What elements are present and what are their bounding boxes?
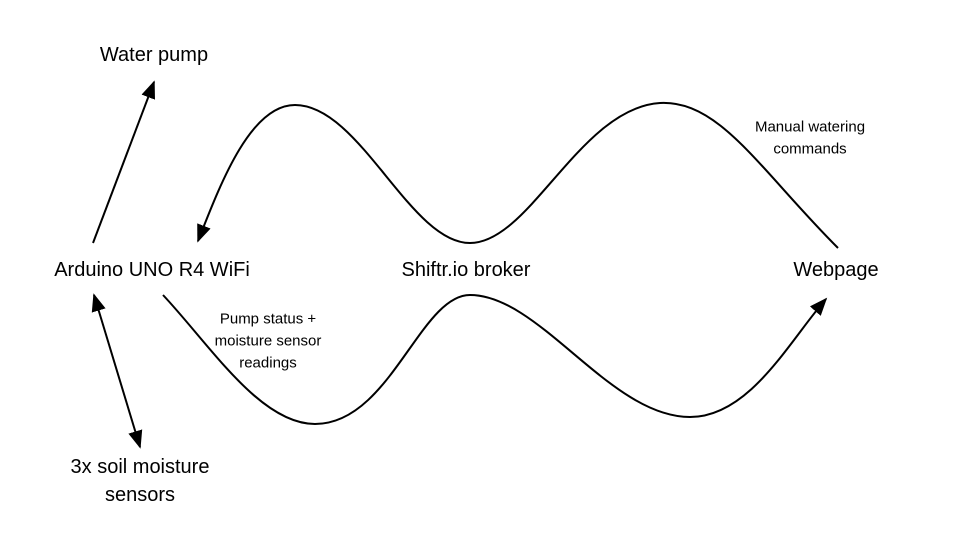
node-sensors: 3x soil moisture sensors [71,453,210,509]
label-upstream-line3: readings [239,353,297,371]
node-broker: Shiftr.io broker [401,259,531,281]
label-downstream: Manual watering commands [755,116,865,160]
node-sensors-line2: sensors [104,484,176,506]
curve-webpage-to-arduino [197,101,839,249]
node-arduino: Arduino UNO R4 WiFi [54,259,250,281]
label-downstream-line2: commands [773,140,847,157]
label-upstream: Pump status + moisture sensor readings [215,308,322,373]
node-water-pump: Water pump [99,44,209,66]
curve-arduino-to-webpage [162,293,828,426]
arrow-arduino-to-water-pump [92,80,155,244]
node-webpage: Webpage [793,259,879,281]
label-upstream-line2: moisture sensor [214,332,322,350]
label-downstream-line1: Manual watering [754,118,866,136]
arrow-arduino-sensors-bidirectional [91,293,143,449]
label-upstream-line1: Pump status + [219,310,317,328]
node-sensors-line1: 3x soil moisture [70,456,210,478]
